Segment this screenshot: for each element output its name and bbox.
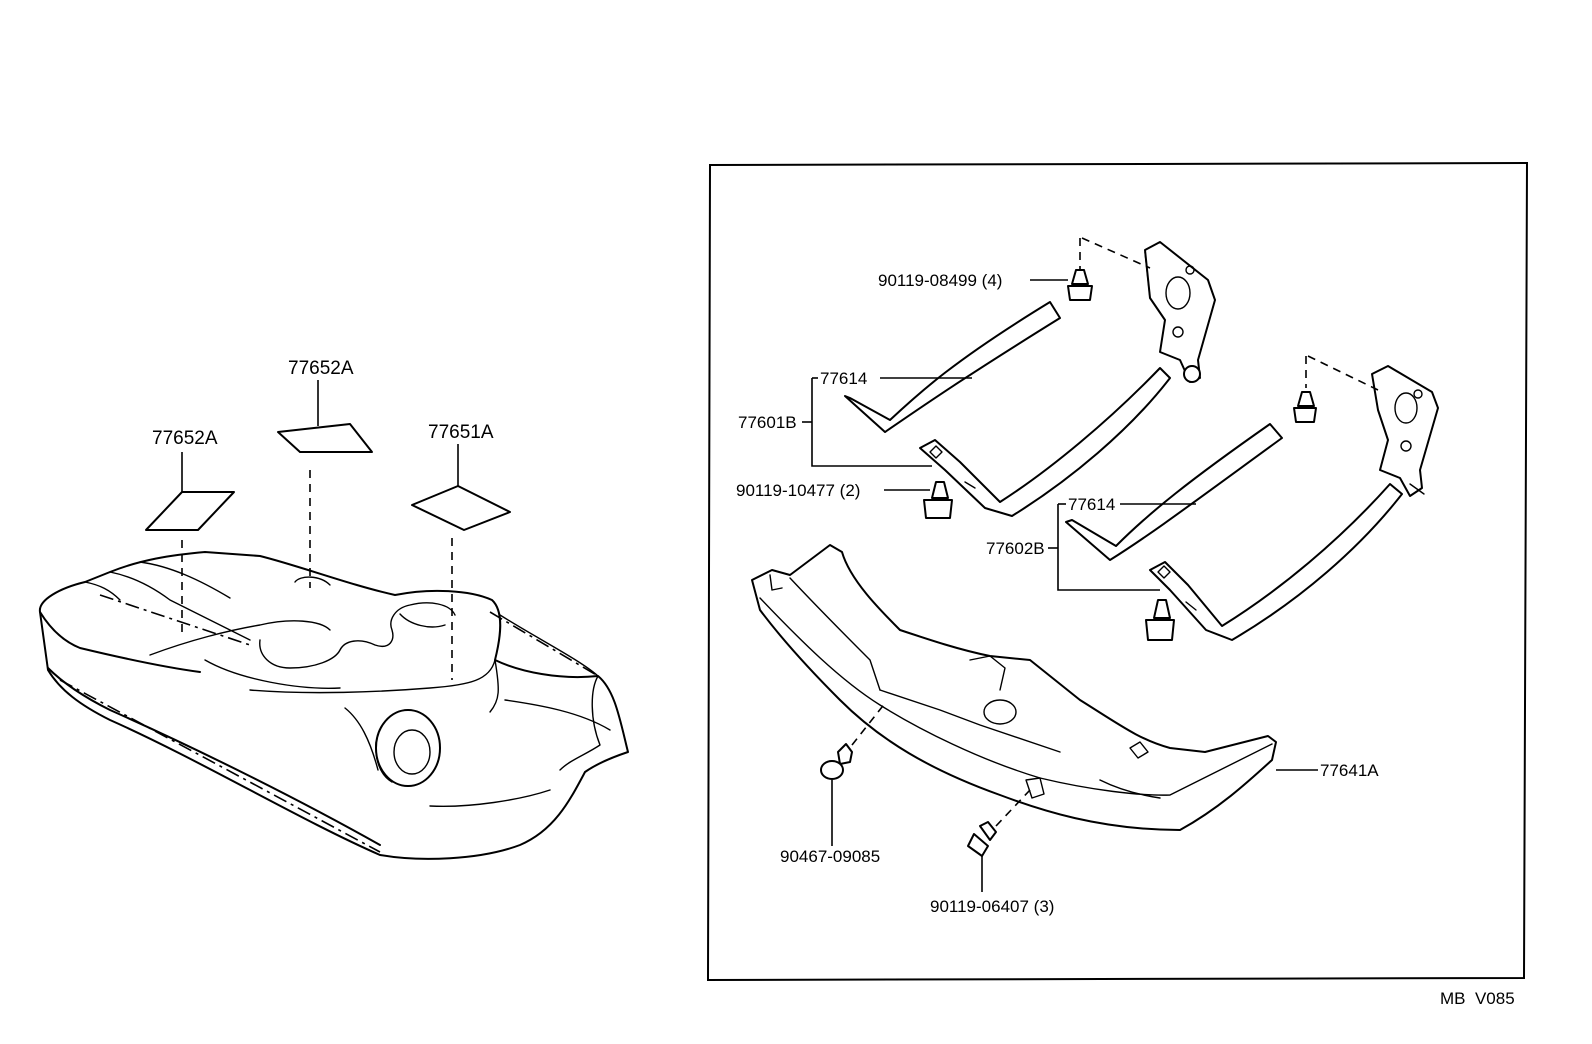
band-1-bracket-leader <box>811 378 932 467</box>
pad-center: 77652A <box>277 358 373 588</box>
fuel-tank-protector: 77641A <box>751 544 1379 831</box>
bolt-10477-label: 90119-10477 (2) <box>736 481 860 500</box>
detail-frame <box>706 161 1529 982</box>
bolt-08499-label: 90119-08499 (4) <box>878 271 1002 290</box>
band-2-bracket-leader <box>1057 504 1160 591</box>
bolt-bracket-2 <box>1293 391 1317 423</box>
band-protector-detail: 90119-08499 (4) 77614 77601B 90119-10477… <box>706 161 1529 982</box>
pad-left: 77652A <box>145 428 235 632</box>
pad-left-label: 77652A <box>152 428 218 449</box>
figure-code: MB V085 <box>1440 989 1515 1008</box>
bolt-06407-label: 90119-06407 (3) <box>930 897 1054 916</box>
band-2-label: 77614 <box>1068 495 1115 514</box>
fuel-tank <box>38 551 629 860</box>
bolt-10477: 90119-10477 (2) <box>736 481 953 519</box>
hanger-bracket-1 <box>1079 237 1216 383</box>
pad-center-label: 77652A <box>288 358 354 379</box>
fuel-tank-band-2 <box>1065 423 1403 641</box>
tank-centerline-right <box>489 611 599 677</box>
hanger-bracket-2 <box>1305 355 1439 497</box>
tank-centerline-bottom <box>59 679 381 853</box>
pad-right-label: 77651A <box>428 422 494 443</box>
bolt-06407: 90119-06407 (3) <box>930 789 1054 916</box>
band-1-label: 77614 <box>820 369 867 388</box>
pad-right: 77651A <box>411 422 511 680</box>
fuel-tank-assembly: 77652A 77652A 77651A <box>38 358 629 860</box>
protector-label: 77641A <box>1320 761 1379 780</box>
bolt-08499: 90119-08499 (4) <box>878 269 1093 301</box>
band-set-1-label: 77601B <box>738 413 797 432</box>
clip-label: 90467-09085 <box>780 847 880 866</box>
bolt-band-2 <box>1145 599 1175 641</box>
clip-09085: 90467-09085 <box>780 701 887 866</box>
fuel-tank-band-1 <box>844 301 1171 517</box>
band-set-2-label: 77602B <box>986 539 1045 558</box>
